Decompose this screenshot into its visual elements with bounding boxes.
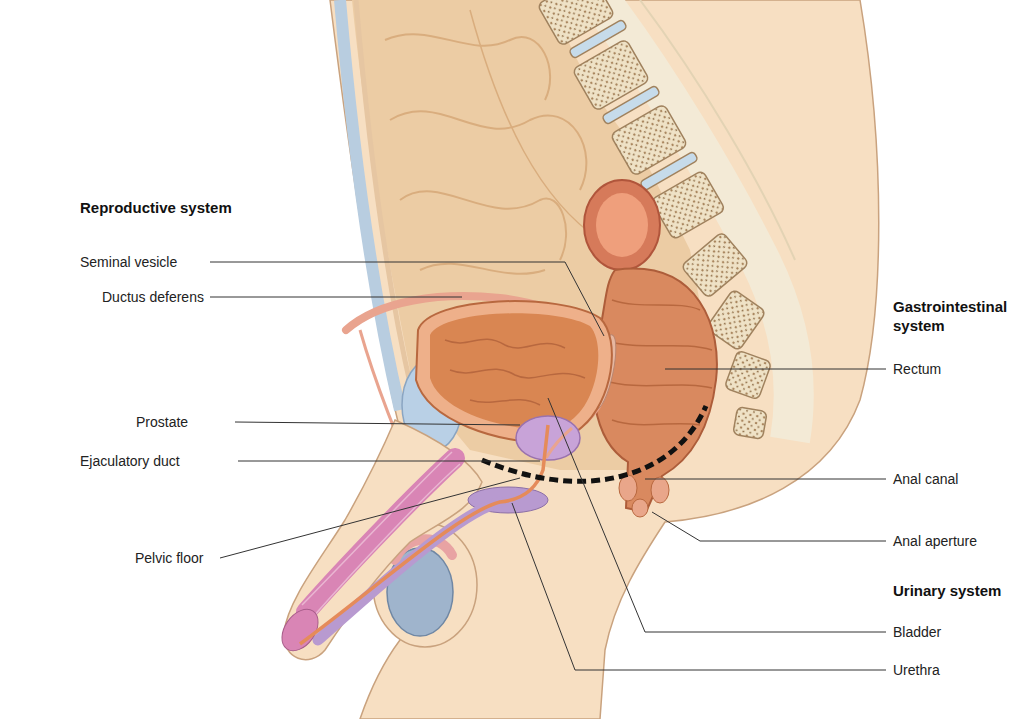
corpus-spongiosum — [318, 502, 500, 640]
sigmoid-colon — [584, 180, 660, 270]
label-slot: Seminal vesicle — [80, 253, 177, 271]
bladder-wall — [416, 301, 612, 443]
label-slot: Anal aperture — [893, 532, 977, 550]
leader-line — [512, 503, 886, 670]
part-label: Bladder — [893, 623, 941, 641]
anal-sphincter — [619, 475, 637, 501]
ejaculatory-duct — [546, 428, 572, 458]
rectal-fold — [602, 300, 712, 425]
anal-sphincter — [651, 477, 669, 503]
part-label: Urethra — [893, 661, 940, 679]
system-heading: Reproductive system — [80, 198, 232, 217]
sigmoid-colon-lumen — [596, 193, 648, 257]
leader-line — [652, 512, 886, 541]
leader-line — [645, 479, 886, 480]
body-silhouette — [330, 0, 879, 719]
part-label: Anal aperture — [893, 532, 977, 550]
label-slot: Ductus deferens — [102, 288, 204, 306]
vertebra — [651, 170, 726, 240]
intestine-fold — [400, 191, 566, 260]
leader-line — [220, 478, 520, 558]
system-heading: Gastrointestinal system — [893, 297, 1018, 335]
label-slot: Prostate — [136, 413, 188, 431]
label-slot: Urethra — [893, 661, 940, 679]
leader-line — [235, 422, 520, 425]
part-label: Pelvic floor — [135, 549, 203, 567]
label-slot: Pelvic floor — [135, 549, 203, 567]
leader-line — [210, 297, 462, 298]
label-slot: Reproductive system — [80, 198, 232, 217]
abdominal-wall — [356, 0, 412, 392]
coccyx — [733, 407, 767, 440]
label-slot: Urinary system — [893, 581, 1001, 600]
part-label: Ejaculatory duct — [80, 452, 180, 470]
label-slot: Bladder — [893, 623, 941, 641]
system-heading: Urinary system — [893, 581, 1001, 600]
sacral-segment — [724, 350, 772, 400]
part-label: Anal canal — [893, 470, 958, 488]
leader-lines — [210, 262, 886, 670]
anal-sphincter — [632, 499, 648, 517]
leader-line — [548, 398, 886, 632]
part-label: Ductus deferens — [102, 288, 204, 306]
leader-line — [238, 461, 540, 462]
part-label: Prostate — [136, 413, 188, 431]
part-label: Rectum — [893, 360, 941, 378]
bladder-ruga — [445, 339, 585, 405]
label-slot: Gastrointestinal system — [893, 297, 1018, 335]
intestine-fold — [385, 34, 550, 100]
part-label: Seminal vesicle — [80, 253, 177, 271]
bladder-lumen — [430, 313, 598, 430]
rectum — [593, 269, 717, 512]
abdominal-wall — [340, 0, 400, 410]
intestine-fold — [390, 111, 586, 190]
urethra — [300, 425, 548, 644]
pelvic-floor-line — [482, 406, 706, 481]
sacral-segment — [681, 232, 749, 299]
label-slot: Anal canal — [893, 470, 958, 488]
label-slot: Ejaculatory duct — [80, 452, 180, 470]
label-slot: Rectum — [893, 360, 941, 378]
leader-line — [665, 369, 886, 370]
leader-line — [210, 262, 604, 336]
intestine-fold — [420, 264, 545, 274]
